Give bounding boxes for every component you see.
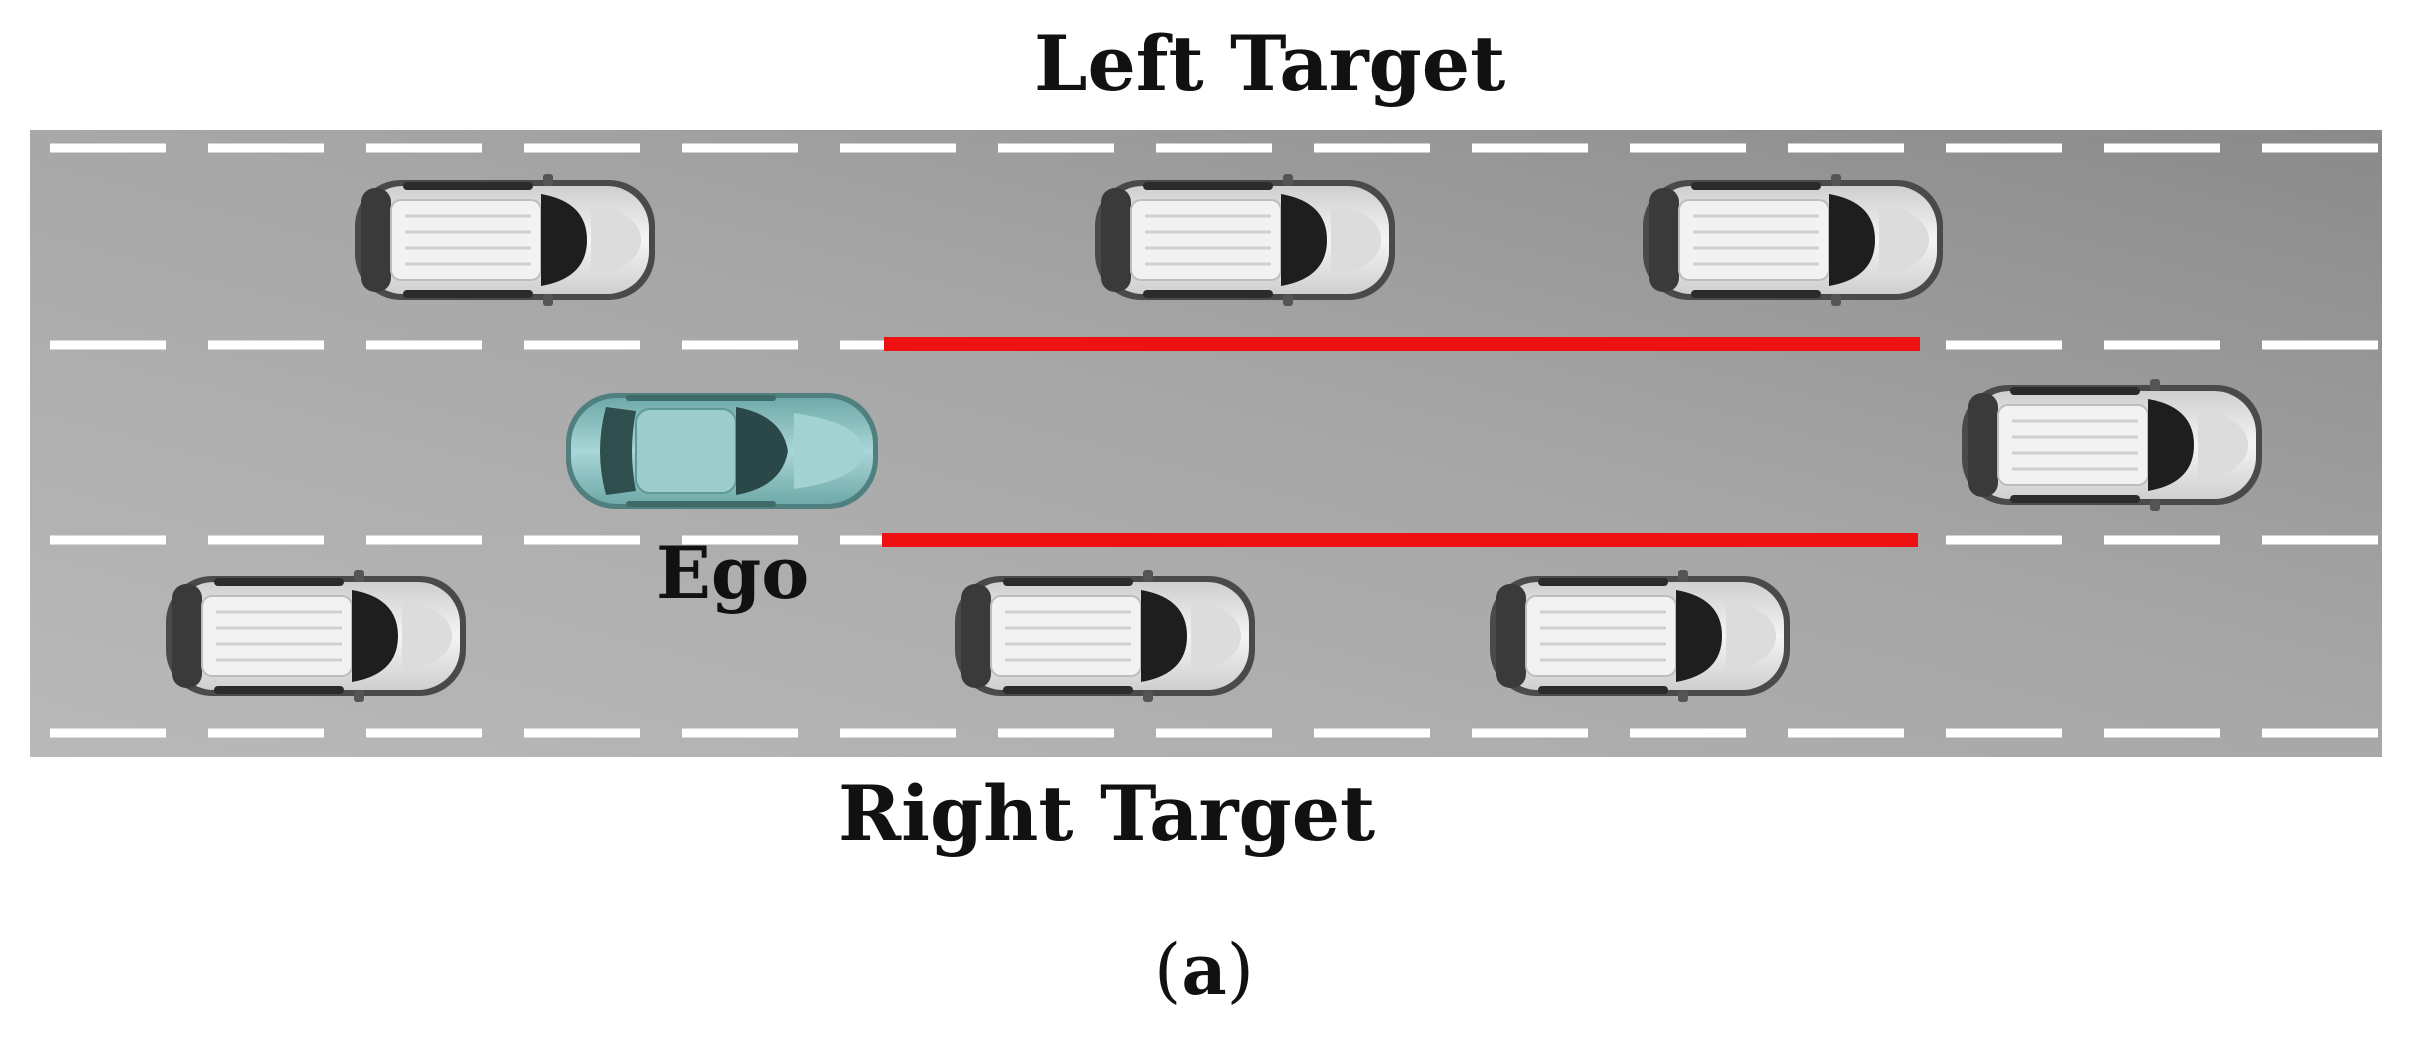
gap-boundary-right [882,533,1918,547]
left-target-label: Left Target [1034,19,1506,108]
gap-boundary-left [884,337,1920,351]
car-icon [164,568,468,704]
car-icon [353,172,657,308]
car-icon [1641,172,1945,308]
ego-label: Ego [656,530,810,615]
right-target-label: Right Target [838,769,1376,858]
car-icon [953,568,1257,704]
car-icon [1488,568,1792,704]
car-icon [1960,377,2264,513]
subfigure-caption-letter: a [1181,928,1227,1011]
car-icon [1093,172,1397,308]
subfigure-caption: (a) [1154,928,1254,1011]
ego-car-icon [566,393,878,509]
